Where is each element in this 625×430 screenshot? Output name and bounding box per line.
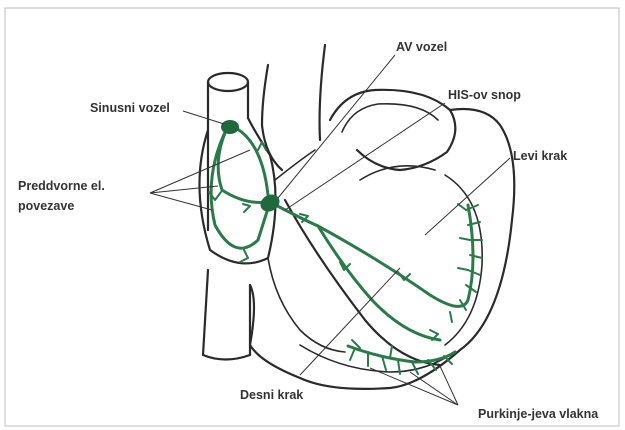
label-his-bundle: HIS-ov snop [448, 88, 521, 102]
sa-node-leader [183, 111, 224, 124]
aorta-left-wall [262, 65, 282, 170]
internodal-path-posterior [232, 126, 268, 195]
valve-line [360, 166, 435, 180]
heart-silhouette [250, 109, 514, 389]
sa-node [221, 120, 239, 134]
pulmonary-trunk-left [275, 150, 315, 180]
septum [285, 200, 440, 365]
purkinje-network [348, 346, 455, 362]
label-internodal-line1: Preddvorne el. [18, 179, 105, 193]
label-left-branch: Levi krak [513, 149, 567, 163]
internodal-leader-bottom [150, 193, 212, 210]
av-node [257, 191, 282, 215]
right-ventricle-wall [268, 258, 345, 352]
apex-inner [300, 345, 445, 372]
label-right-branch: Desni krak [240, 388, 303, 402]
label-sa-node: Sinusni vozel [90, 101, 170, 115]
label-purkinje: Purkinje-jeva vlakna [478, 407, 599, 421]
figure-frame [5, 8, 619, 426]
left-branch-leader [425, 158, 510, 235]
purkinje-leader-a [370, 368, 458, 405]
aorta-right-wall [320, 45, 325, 140]
left-branch-path [318, 205, 473, 306]
vena-cava-opening [208, 73, 248, 91]
label-av-node: AV vozel [396, 40, 447, 54]
conduction-arrowheads [209, 142, 438, 340]
label-internodal-line2: povezave [18, 199, 74, 213]
av-node-leader [278, 55, 395, 198]
left-atrium [330, 90, 455, 170]
his-bundle-leader [285, 103, 445, 210]
inferior-vena-cava [203, 270, 250, 360]
